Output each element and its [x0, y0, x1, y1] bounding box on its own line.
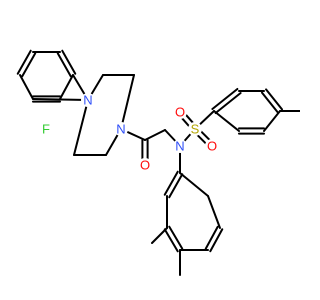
- bond-t4-t5: [263, 110, 281, 132]
- atom-n-sulfonamide: N: [173, 139, 187, 154]
- bond-b6-b7: [207, 195, 221, 229]
- bond-a6-a1: [19, 74, 34, 100]
- bond-a3-a4-b: [61, 49, 77, 75]
- bond-t3-t4-a: [260, 91, 279, 114]
- bond-t1-t2-a: [214, 92, 242, 115]
- atom-n-aryl-piperazine: N: [81, 93, 95, 108]
- atom-n-amide-label: N: [116, 122, 125, 137]
- atom-n-amide: N: [114, 122, 128, 137]
- bond-pC4-pNar: [73, 99, 89, 156]
- atom-o-sulfonyl-2-label: O: [207, 139, 217, 154]
- atom-f: F: [39, 122, 53, 137]
- bond-b7-b1: [179, 172, 209, 197]
- bond-a1-a2-a: [21, 52, 37, 78]
- bond-pC2-pNam: [120, 74, 135, 130]
- atom-o-sulfonyl-2: O: [205, 139, 219, 154]
- bond-lines: [16, 49, 300, 276]
- bond-b3-b4-a: [163, 228, 179, 253]
- atom-s: S: [188, 122, 202, 137]
- chemical-structure: F N N O N S O O: [16, 49, 300, 276]
- atom-n-aryl-piperazine-label: N: [83, 93, 92, 108]
- atom-o-sulfonyl-1-label: O: [175, 105, 185, 120]
- bond-a3-a4-a: [56, 52, 72, 78]
- bond-t6-t1: [213, 110, 240, 132]
- bond-b5-b6-a: [209, 228, 224, 253]
- bond-b3-b4-b: [168, 225, 184, 250]
- bond-cC-cH2: [144, 129, 166, 141]
- bond-a6-pNar: [32, 98, 89, 101]
- atom-labels: F N N O N S O O: [39, 93, 219, 173]
- atom-o-carbonyl-label: O: [140, 158, 150, 173]
- bond-b1-b2-b: [168, 173, 184, 199]
- atom-n-sulfonamide-label: N: [175, 139, 184, 154]
- bond-b1-b2-a: [163, 170, 179, 196]
- atom-f-label: F: [42, 122, 50, 137]
- bond-a4-a5: [59, 74, 74, 100]
- bond-t1-t2-b: [211, 87, 239, 110]
- bond-b5-b6-b: [204, 225, 219, 250]
- bond-t3-t4-b: [265, 88, 284, 111]
- bond-b3-bMe1: [151, 227, 168, 244]
- atom-o-sulfonyl-1: O: [173, 105, 187, 120]
- bond-a1-a2-b: [16, 49, 32, 75]
- atom-o-carbonyl: O: [138, 158, 152, 173]
- atom-s-label: S: [191, 122, 200, 137]
